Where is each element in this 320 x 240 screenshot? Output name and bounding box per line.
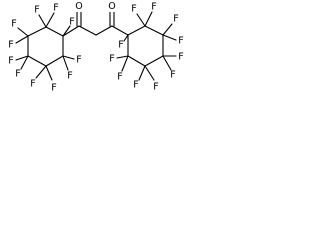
fluorine-label: F <box>117 72 122 83</box>
fluorine-label: F <box>11 19 16 30</box>
bond-right-c3-f-a <box>162 23 173 36</box>
bond-left-c6-f-b <box>62 55 69 71</box>
bond-left-c2-f-a <box>38 14 47 28</box>
bond-left-c2-f-b <box>45 12 55 28</box>
bond-left-c3-f-a <box>17 27 29 37</box>
fluorine-label: F <box>8 40 13 51</box>
bond-right-carbonyl-to-ring <box>111 25 129 36</box>
bond-left-c4-f-a <box>15 55 29 61</box>
fluorine-label: F <box>15 69 20 80</box>
bond-right-c5-f-a <box>138 65 146 81</box>
bond-left-ring-to-carbonyl <box>62 25 80 37</box>
bond-left-c5-f-a <box>35 65 47 79</box>
bond-left-c5-f-b <box>45 65 53 81</box>
bond-left-c3-f-b <box>15 35 29 44</box>
fluorine-label: F <box>51 83 56 94</box>
structure-diagram: O O F F F F F F F F F F F F F F F F F F … <box>8 1 184 94</box>
bond-left-carbonyl-to-ch2 <box>78 25 97 36</box>
bond-left-ring-2 <box>27 26 47 37</box>
bond-right-c5-f-b <box>144 65 155 81</box>
fluorine-label: F <box>170 70 175 81</box>
label-layer: O O F F F F F F F F F F F F F F F F F F … <box>8 1 184 94</box>
bond-left-ring-1 <box>45 26 64 37</box>
fluorine-label: F <box>178 52 183 63</box>
bond-right-ring-5 <box>127 55 146 67</box>
bond-right-c6-f-a <box>116 55 129 59</box>
bond-left-c1-f <box>62 25 71 37</box>
fluorine-label: F <box>30 79 35 90</box>
oxygen-label-right: O <box>108 1 115 12</box>
fluorine-label: F <box>178 36 183 47</box>
bond-right-ring-4 <box>144 55 164 67</box>
fluorine-label: F <box>76 55 81 66</box>
fluorine-label: F <box>173 14 178 25</box>
bond-right-ring-1 <box>127 25 146 36</box>
oxygen-label-left: O <box>75 1 82 12</box>
bond-left-ring-4 <box>27 55 47 67</box>
bond-right-c3-f-b <box>162 34 177 41</box>
fluorine-label: F <box>131 4 136 15</box>
fluorine-label: F <box>109 54 114 65</box>
bond-left-c6-f-a <box>62 55 75 60</box>
bond-ch2-to-right-carbonyl <box>95 25 113 36</box>
bond-left-c4-f-b <box>20 55 29 70</box>
bond-left-ring-5 <box>45 55 64 67</box>
bond-right-c1-f <box>123 34 129 42</box>
fluorine-label: F <box>118 40 123 51</box>
fluorine-label: F <box>69 17 74 28</box>
bond-layer <box>15 11 177 81</box>
bond-right-c6-f-b <box>121 55 129 72</box>
fluorine-label: F <box>53 3 58 14</box>
bond-right-ring-2 <box>144 25 164 36</box>
fluorine-label: F <box>151 2 156 13</box>
fluorine-label: F <box>8 56 13 67</box>
fluorine-label: F <box>153 82 158 93</box>
fluorine-label: F <box>34 5 39 16</box>
bond-right-c4-f-b <box>162 55 172 71</box>
fluorine-label: F <box>133 80 138 91</box>
bond-right-c2-f-b <box>144 11 153 27</box>
bond-right-c2-f-a <box>136 13 146 27</box>
fluorine-label: F <box>67 71 72 82</box>
